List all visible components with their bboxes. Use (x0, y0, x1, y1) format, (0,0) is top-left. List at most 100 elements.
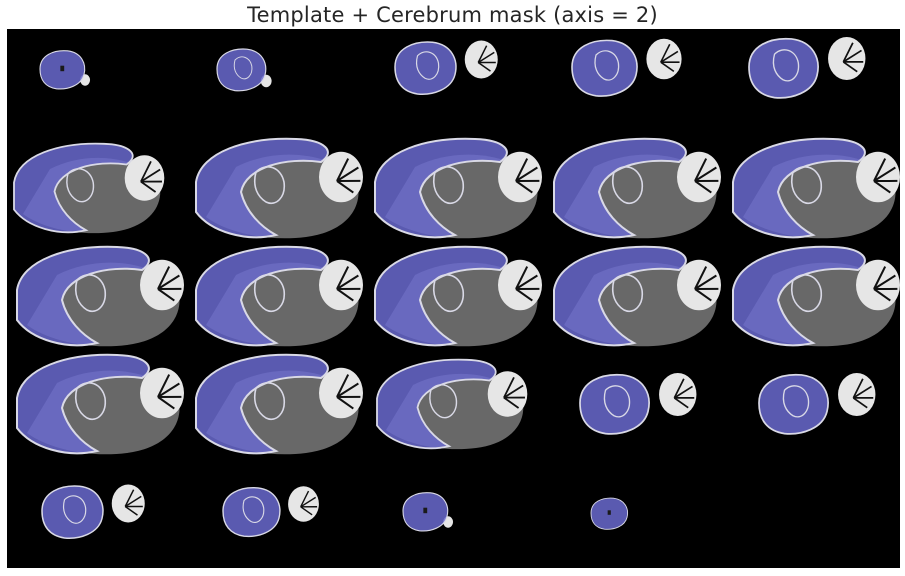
cerebellum (659, 372, 697, 417)
brain-slice-tile (186, 245, 364, 352)
ventricle (607, 510, 611, 515)
brain-slice-tile (186, 353, 364, 460)
figure-title: Template + Cerebrum mask (axis = 2) (247, 3, 658, 27)
inner-structure-outline (253, 274, 286, 312)
inner-structure-outline (429, 384, 458, 419)
brain-slice-tile (544, 137, 722, 244)
inner-structure-outline (74, 382, 107, 420)
cerebrum-mask (571, 39, 638, 97)
inner-structure-outline (611, 166, 644, 204)
inner-structure-outline (432, 166, 465, 204)
inner-structure-outline (782, 385, 810, 418)
brain-slice-tile (7, 29, 185, 136)
inner-structure-outline (233, 56, 253, 80)
cerebrum-mask (376, 358, 497, 450)
brain-slice-image (748, 36, 866, 99)
brain-slice-tile (365, 137, 543, 244)
brain-slice-image (39, 50, 91, 90)
cerebellum (319, 367, 363, 419)
brain-slice-image (376, 358, 528, 450)
brain-slice-tile (7, 245, 185, 352)
ventricle (423, 507, 428, 514)
cerebellum (319, 151, 363, 203)
brain-slice-tile (544, 245, 722, 352)
cerebellum (677, 259, 721, 311)
cerebrum-mask (374, 137, 508, 239)
brain-slice-image (374, 137, 542, 239)
cerebellum (498, 259, 542, 311)
brain-slice-tile (365, 245, 543, 352)
brain-slice-tile (723, 29, 901, 136)
brain-slice-image (195, 353, 363, 455)
cerebellum (856, 151, 900, 203)
brain-slice-image (758, 372, 876, 435)
brain-slice-tile (7, 461, 185, 568)
cerebellum (828, 36, 866, 81)
slice-mosaic (7, 29, 900, 568)
cerebrum-mask (553, 137, 687, 239)
brain-slice-tile (723, 461, 901, 568)
brain-slice-tile (186, 29, 364, 136)
cerebellum (487, 371, 528, 417)
cerebellum (464, 40, 498, 79)
brain-slice-tile (544, 353, 722, 460)
cerebellum (140, 367, 184, 419)
brain-slice-image (16, 245, 184, 347)
brain-slice-tile (723, 137, 901, 244)
brain-slice-image (16, 353, 184, 455)
cerebrum-mask (195, 245, 329, 347)
inner-structure-outline (432, 274, 465, 312)
cerebrum-mask (195, 137, 329, 239)
cerebrum-mask (216, 48, 267, 92)
brain-slice-image (394, 40, 498, 95)
brain-slice-image (41, 484, 145, 539)
cerebellum (111, 484, 145, 523)
cerebrum-mask (758, 373, 829, 435)
brain-slice-tile (544, 29, 722, 136)
brain-slice-image (195, 245, 363, 347)
brain-slice-image (553, 137, 721, 239)
brain-slice-image (13, 142, 165, 234)
cerebrum-mask (16, 245, 150, 347)
cerebrum-mask (732, 245, 866, 347)
brain-slice-image (590, 497, 628, 530)
brain-slice-tile (365, 29, 543, 136)
cerebrum-mask (374, 245, 508, 347)
cerebrum-mask (579, 373, 650, 435)
cerebellum (498, 151, 542, 203)
brain-slice-image (571, 38, 682, 97)
brain-slice-image (195, 137, 363, 239)
brain-slice-image (222, 486, 319, 538)
cerebrum-mask (732, 137, 866, 239)
inner-structure-outline (790, 274, 823, 312)
brain-slice-tile (186, 461, 364, 568)
inner-structure-outline (242, 496, 265, 523)
cerebellum (140, 259, 184, 311)
cerebrum-mask (222, 487, 281, 538)
inner-structure-outline (415, 51, 440, 80)
brain-slice-image (216, 48, 272, 92)
brain-slice-tile (365, 353, 543, 460)
cerebellum (856, 259, 900, 311)
inner-structure-outline (594, 50, 620, 81)
inner-structure-outline (253, 382, 286, 420)
brain-slice-tile (544, 461, 722, 568)
brain-slice-image (723, 461, 901, 568)
brain-slice-image (402, 492, 454, 532)
inner-structure-outline (790, 166, 823, 204)
brain-slice-tile (186, 137, 364, 244)
inner-structure-outline (66, 168, 95, 203)
cerebellum (124, 155, 165, 201)
brain-slice-tile (723, 353, 901, 460)
inner-structure-outline (772, 49, 800, 82)
inner-structure-outline (62, 495, 87, 524)
cerebellum (838, 372, 876, 417)
inner-structure-outline (74, 274, 107, 312)
brain-slice-tile (365, 461, 543, 568)
cerebellum (677, 151, 721, 203)
cerebrum-mask (13, 142, 134, 234)
cerebrum-mask (394, 41, 457, 95)
cerebrum-mask (748, 37, 819, 99)
brain-slice-tile (7, 137, 185, 244)
brain-slice-image (732, 245, 900, 347)
